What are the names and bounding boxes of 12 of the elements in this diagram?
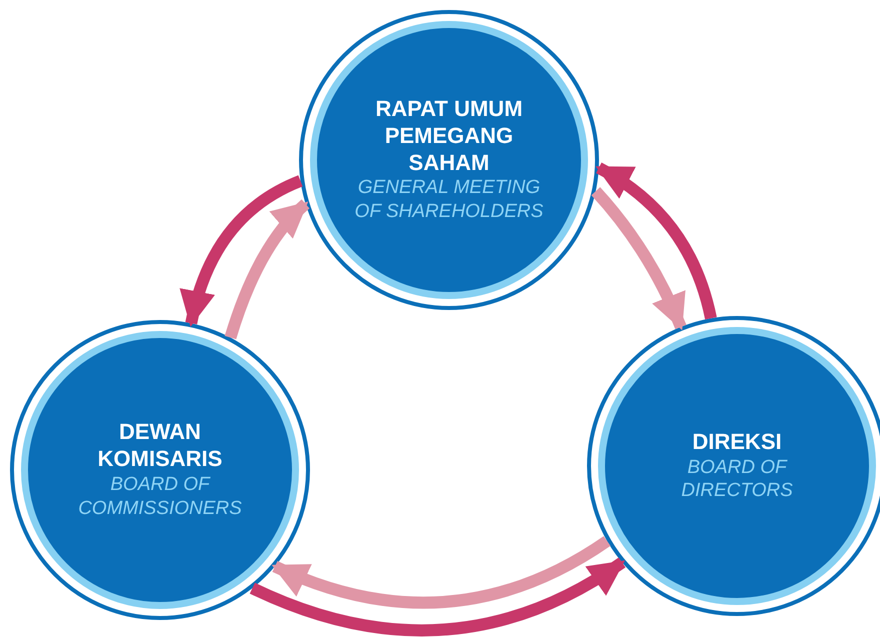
- arrow: [272, 536, 610, 609]
- node-title: DEWAN KOMISARIS: [96, 419, 224, 474]
- arrow: [224, 199, 310, 340]
- node-subtitle: BOARD OF COMMISSIONERS: [77, 473, 243, 521]
- arrow: [591, 187, 686, 330]
- node-subtitle: GENERAL MEETING OF SHAREHOLDERS: [354, 176, 544, 224]
- arrow: [596, 162, 717, 320]
- arrow: [250, 557, 626, 636]
- node-subtitle: BOARD OF DIRECTORS: [680, 456, 794, 504]
- arrow: [180, 175, 303, 327]
- node-title: DIREKSI: [692, 428, 782, 456]
- node-title: RAPAT UMUM PEMEGANG SAHAM: [374, 96, 524, 176]
